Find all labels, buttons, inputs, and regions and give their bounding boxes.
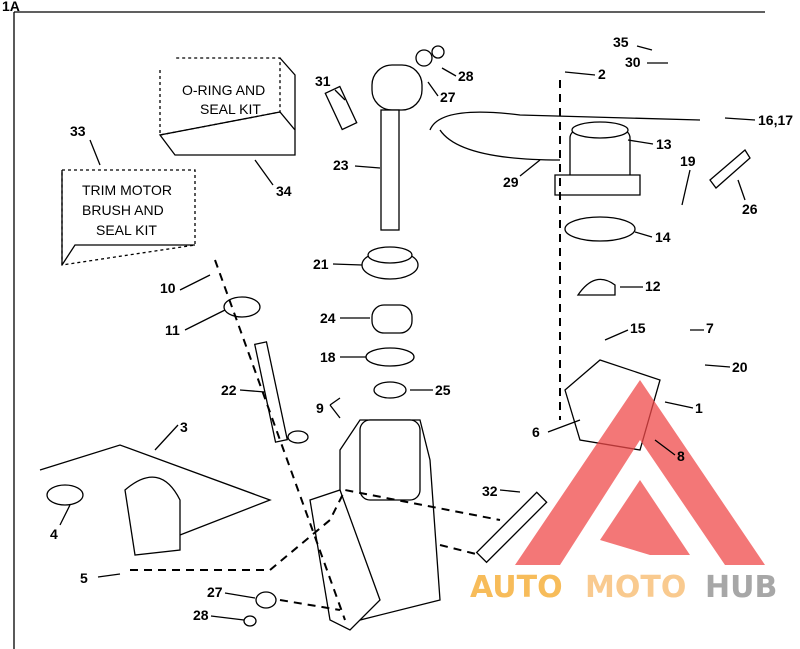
callout: 24 [320,310,336,326]
frame-border [13,11,765,649]
callout: 9 [316,400,324,416]
callout: 11 [165,322,180,338]
trim-kit-line-1: TRIM MOTOR [82,182,172,198]
callout: 30 [625,54,641,70]
trim-cylinder-parts [214,45,445,631]
callout: 35 [613,34,629,50]
callout: 19 [680,153,696,169]
callout: 27 [207,584,223,600]
watermark-hub: HUB [705,570,777,605]
callout: 8 [677,448,685,464]
automotohub-watermark: AUTO MOTO HUB [470,380,777,605]
leader-lines [59,45,756,621]
callout: 25 [435,382,451,398]
callout: 6 [532,424,540,440]
callout: 34 [276,183,292,199]
callout: 1 [695,400,703,416]
callout: 16,17 [758,112,793,128]
callout: 3 [180,419,188,435]
trim-motor-kit-box: TRIM MOTOR BRUSH AND SEAL KIT [61,169,196,266]
watermark-moto: MOTO [585,570,686,605]
callout: 26 [742,201,758,217]
oring-seal-kit-box: O-RING AND SEAL KIT [158,57,296,156]
callout: 15 [630,320,646,336]
callout: 10 [160,280,176,296]
callout: 5 [80,570,88,586]
oring-kit-line-2: SEAL KIT [200,101,261,117]
callout: 28 [458,68,474,84]
callout: 23 [333,157,349,173]
callout: 13 [656,136,672,152]
oring-kit-line-1: O-RING AND [182,82,265,98]
trim-kit-line-3: SEAL KIT [96,222,157,238]
callout-labels: 35 30 2 31 28 27 16,17 13 19 23 29 26 33… [50,34,793,623]
callout: 18 [320,349,336,365]
callout: 21 [313,256,329,272]
callout: 31 [315,73,331,89]
callout: 28 [193,607,209,623]
figure-id: 1A [2,0,20,14]
callout: 32 [482,483,498,499]
callout: 22 [221,382,237,398]
callout: 14 [655,229,671,245]
callout: 29 [503,174,519,190]
bracket-parts [39,444,501,627]
callout: 2 [598,66,606,82]
watermark-auto: AUTO [470,570,563,605]
callout: 7 [706,320,714,336]
callout: 33 [70,123,86,139]
trim-motor-parts [429,80,751,564]
trim-kit-line-2: BRUSH AND [82,202,164,218]
callout: 20 [732,359,748,375]
callout: 4 [50,526,58,542]
callout: 12 [645,278,661,294]
callout: 27 [440,89,456,105]
